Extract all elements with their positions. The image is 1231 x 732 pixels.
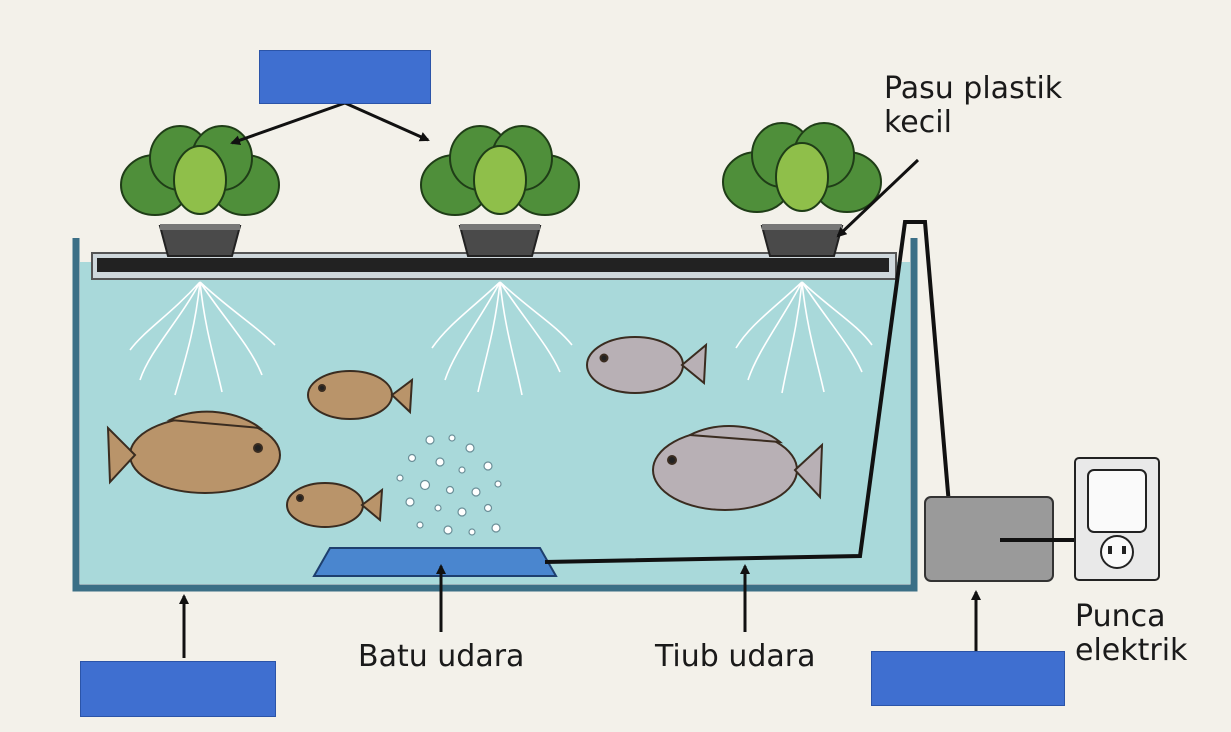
power-socket xyxy=(1075,458,1159,580)
air-stone xyxy=(314,548,556,576)
label-power-line2: elektrik xyxy=(1075,634,1187,668)
plant-foliage xyxy=(121,123,881,215)
plant-pots xyxy=(160,226,842,256)
board-stripe xyxy=(97,258,889,272)
label-power-line1: Punca xyxy=(1075,600,1187,634)
label-air-tube: Tiub udara xyxy=(655,640,816,674)
blank-box-plants[interactable] xyxy=(259,50,431,104)
blank-box-tank[interactable] xyxy=(80,661,276,717)
label-air-stone: Batu udara xyxy=(358,640,524,674)
label-power-source: Punca elektrik xyxy=(1075,600,1187,668)
label-small-pot: Pasu plastik kecil xyxy=(884,72,1062,140)
label-small-pot-line1: Pasu plastik xyxy=(884,72,1062,106)
label-small-pot-line2: kecil xyxy=(884,106,1062,140)
blank-box-pump[interactable] xyxy=(871,651,1065,706)
